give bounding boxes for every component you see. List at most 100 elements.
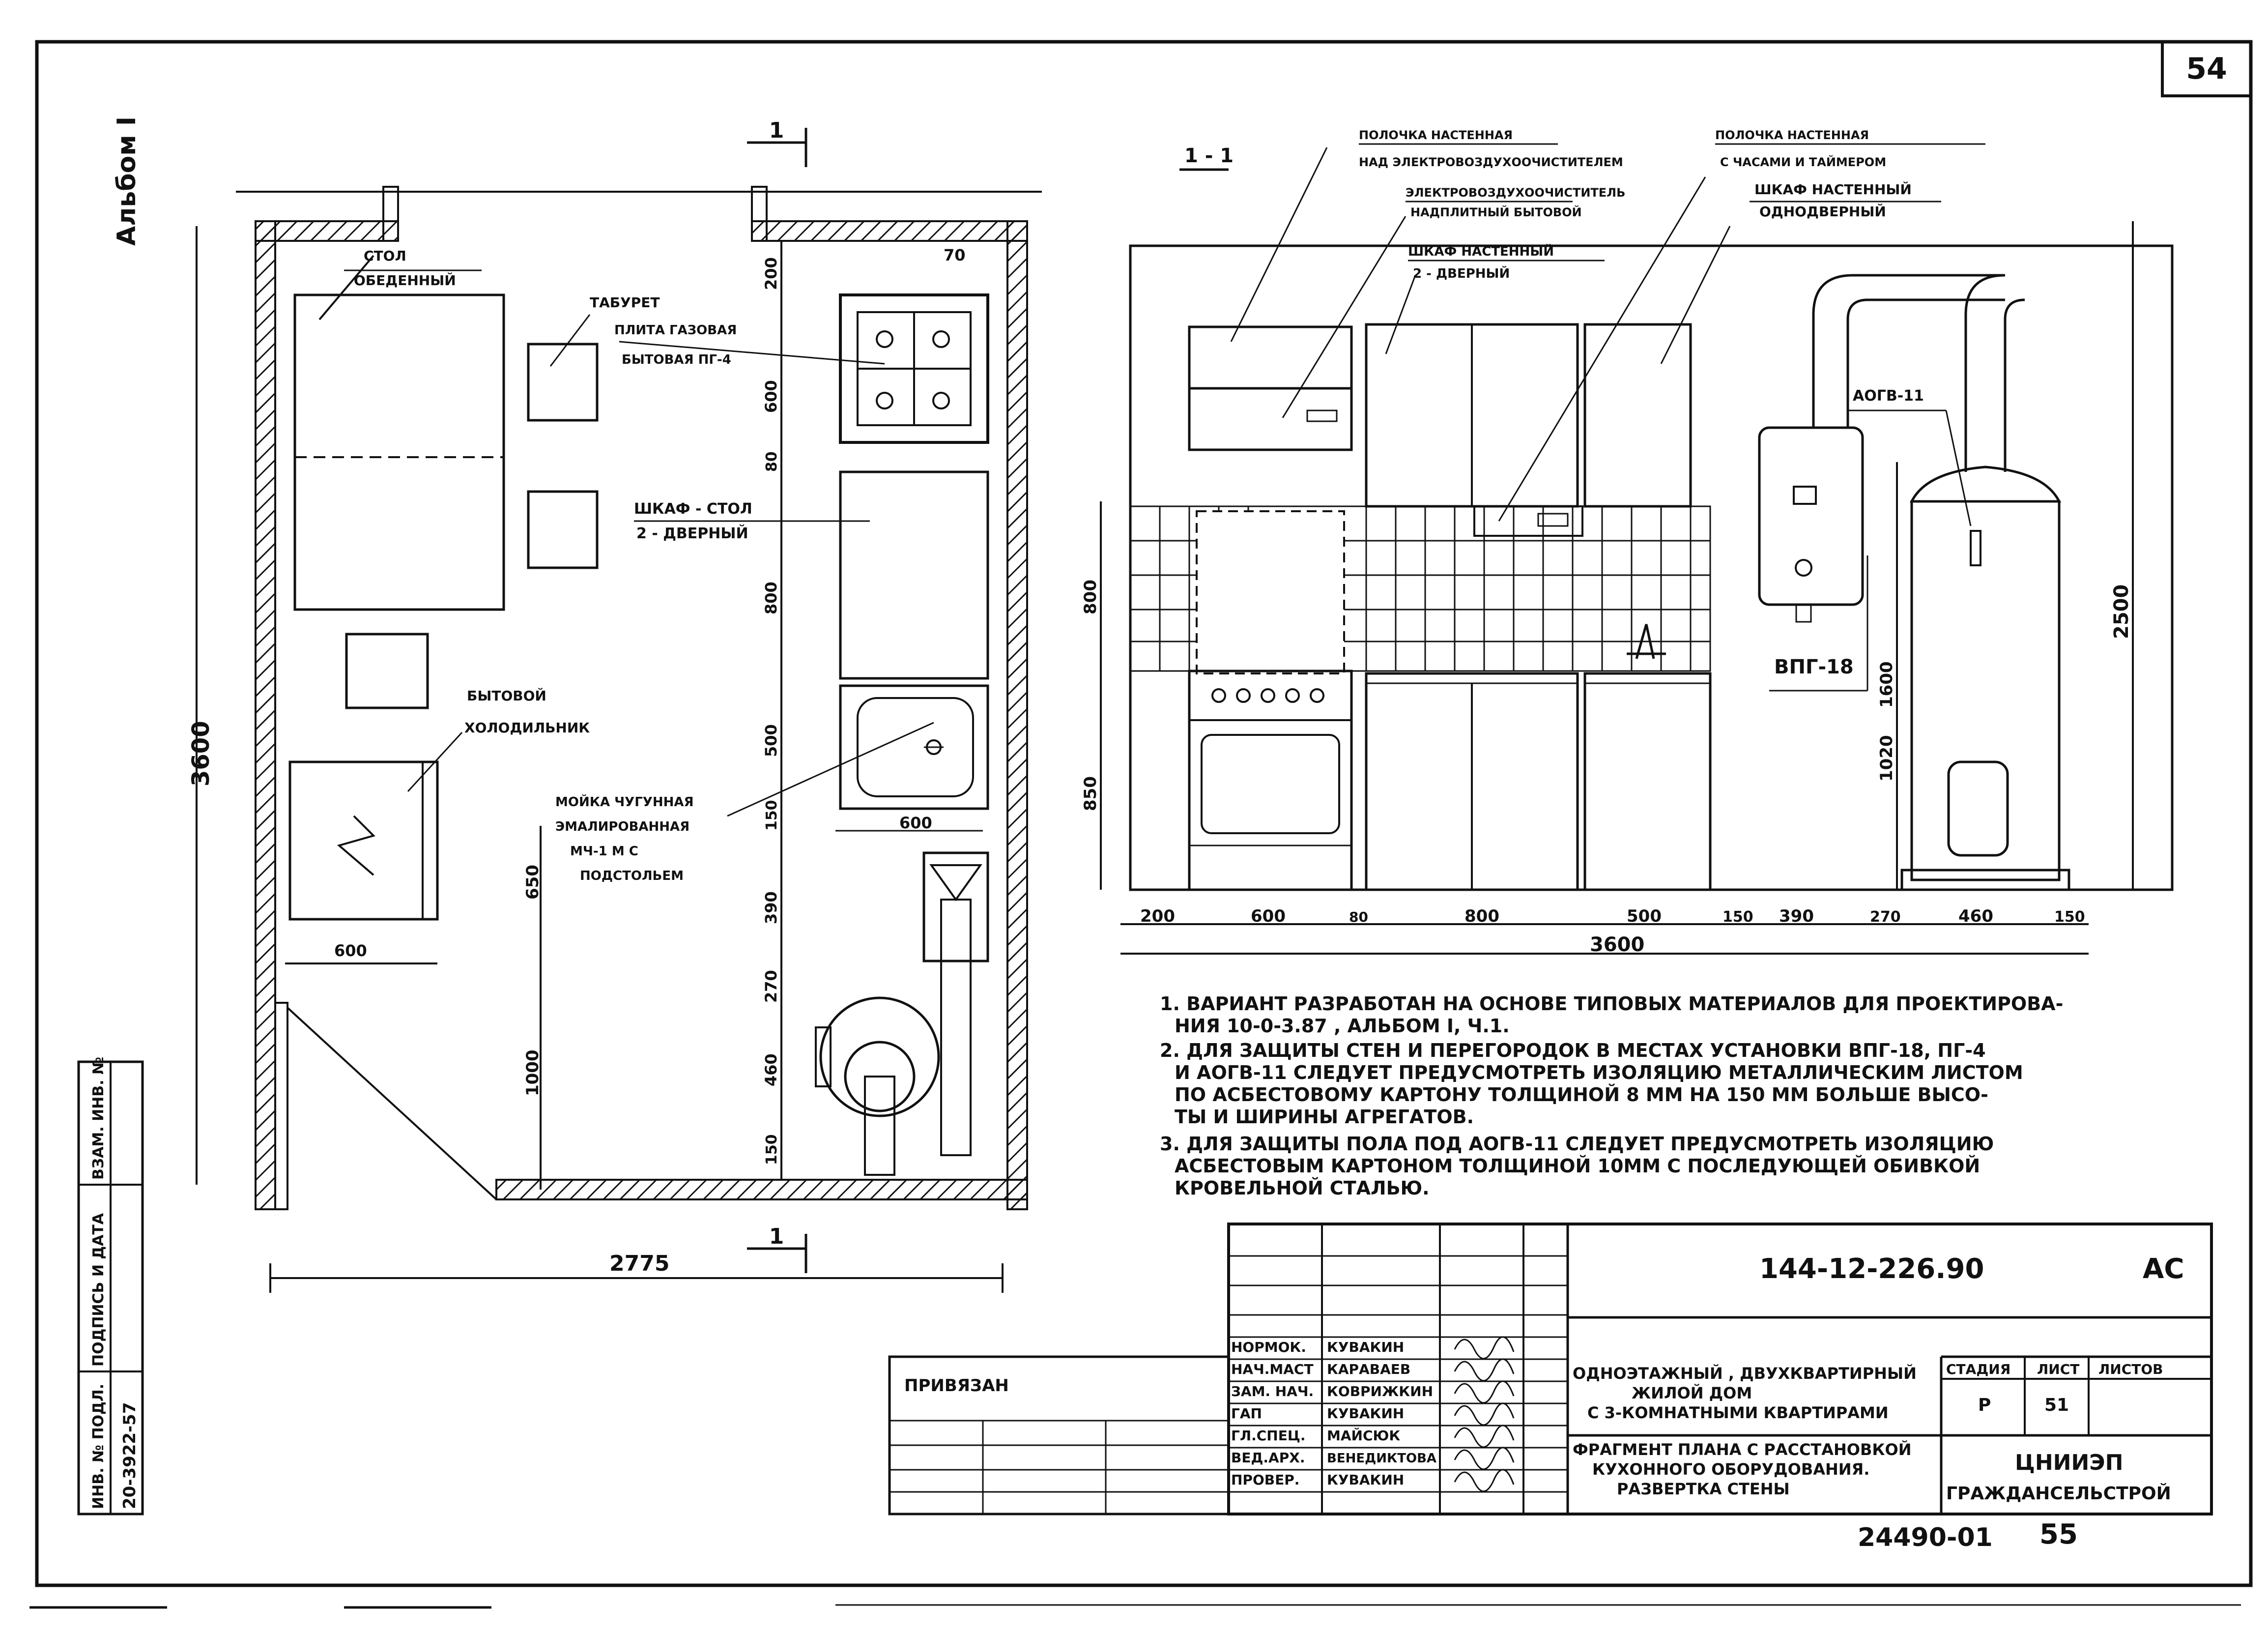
purifier-label-2: НАДПЛИТНЫЙ БЫТОВОЙ (1410, 205, 1582, 219)
svg-text:ГАП: ГАП (1231, 1405, 1262, 1422)
table-label-1: СТОЛ (364, 248, 406, 264)
signatures (1454, 1336, 1515, 1492)
wall-left (255, 220, 276, 1210)
svg-text:КАРАВАЕВ: КАРАВАЕВ (1327, 1361, 1410, 1377)
boiler-vpg18 (1758, 274, 2005, 623)
title-block: 144-12-226.90 АС НОРМОК. КУВАКИН НАЧ.МАС… (888, 1223, 2213, 1515)
svg-text:270: 270 (762, 970, 780, 1003)
cabinet-table-plan (839, 470, 989, 680)
svg-text:600: 600 (762, 380, 780, 413)
general-notes: 1. ВАРИАНТ РАЗРАБОТАН НА ОСНОВЕ ТИПОВЫХ … (1160, 993, 2063, 1199)
stove-label-1: ПЛИТА ГАЗОВАЯ (614, 323, 737, 338)
svg-text:500: 500 (1627, 906, 1662, 926)
shelf1-label-1: ПОЛОЧКА НАСТЕННАЯ (1359, 128, 1513, 142)
svg-text:КУВАКИН: КУВАКИН (1327, 1472, 1404, 1488)
shelf-clock-timer (1473, 505, 1583, 537)
svg-text:460: 460 (762, 1053, 780, 1086)
stool-1 (527, 343, 599, 422)
svg-text:600: 600 (1251, 906, 1286, 926)
plan-height-dim: 3600 (187, 721, 215, 787)
stool-label: ТАБУРЕТ (590, 294, 660, 311)
project-title-3: С 3-КОМНАТНЫМИ КВАРТИРАМИ (1587, 1403, 1889, 1422)
sink-cabinet (1583, 672, 1712, 891)
sheet-title-2: КУХОННОГО ОБОРУДОВАНИЯ. (1592, 1460, 1869, 1479)
project-title-1: ОДНОЭТАЖНЫЙ , ДВУХКВАРТИРНЫЙ (1573, 1364, 1917, 1383)
section-mark-bottom: 1 (747, 1224, 807, 1273)
svg-text:500: 500 (762, 724, 780, 757)
svg-text:200: 200 (1140, 906, 1175, 926)
svg-text:АСБЕСТОВЫМ КАРТОНОМ ТОЛЩИНОЙ 1: АСБЕСТОВЫМ КАРТОНОМ ТОЛЩИНОЙ 10ММ С ПОСЛ… (1175, 1155, 1980, 1177)
sink-width-dim: 600 (899, 814, 932, 832)
svg-text:800: 800 (1464, 906, 1499, 926)
heater-plan (815, 996, 940, 1176)
svg-text:800: 800 (762, 582, 780, 614)
shelf2-label-1: ПОЛОЧКА НАСТЕННАЯ (1715, 128, 1869, 142)
cabinet-label-1: ШКАФ - СТОЛ (634, 500, 752, 518)
outer-frame (35, 40, 2253, 1587)
wall-bottom (495, 1179, 1028, 1200)
stove-label-2: БЫТОВАЯ ПГ-4 (622, 352, 731, 367)
svg-text:460: 460 (1958, 906, 1993, 926)
svg-text:ЗАМ. НАЧ.: ЗАМ. НАЧ. (1231, 1383, 1314, 1399)
svg-text:НАЧ.МАСТ: НАЧ.МАСТ (1231, 1361, 1314, 1377)
plan-width-dim: 2775 (609, 1251, 669, 1276)
sink-label-1: МОЙКА ЧУГУННАЯ (555, 794, 694, 810)
svg-text:200: 200 (762, 257, 780, 290)
svg-text:ВЕД.АРХ.: ВЕД.АРХ. (1231, 1450, 1305, 1466)
lists-head: ЛИСТОВ (2098, 1361, 2163, 1377)
boiler-plan (922, 851, 989, 1156)
kitchen-plan: 1 1 3600 2775 СТОЛ ОБЕДЕННЫЙ ТАБУРЕТ (187, 118, 1042, 1293)
dining-table (293, 293, 505, 611)
wall-elevation: 1 - 1 (1081, 128, 2174, 956)
svg-text:3. ДЛЯ ЗАЩИТЫ ПОЛА ПОД АОГВ-11: 3. ДЛЯ ЗАЩИТЫ ПОЛА ПОД АОГВ-11 СЛЕДУЕТ П… (1160, 1133, 1994, 1155)
stool-2 (527, 490, 599, 569)
svg-text:КОВРИЖКИН: КОВРИЖКИН (1327, 1383, 1433, 1399)
wall-top-right (751, 220, 1028, 242)
dim-2500: 2500 (2110, 584, 2133, 639)
section-mark-label: 1 (769, 118, 784, 143)
table-offset-dim: 600 (334, 941, 367, 960)
svg-text:270: 270 (1870, 908, 1901, 926)
svg-text:1. ВАРИАНТ РАЗРАБОТАН НА ОСНОВ: 1. ВАРИАНТ РАЗРАБОТАН НА ОСНОВЕ ТИПОВЫХ … (1160, 993, 2063, 1015)
sink-label-3: МЧ-1 М С (570, 844, 638, 859)
sink-label-4: ПОДСТОЛЬЕМ (580, 869, 684, 883)
wall-right (1006, 220, 1028, 1210)
stool-3 (345, 633, 429, 709)
dim-1020: 1020 (1877, 735, 1896, 782)
sheet-number: 54 (2186, 52, 2227, 86)
doc-mark: АС (2143, 1253, 2184, 1285)
air-purifier (1188, 387, 1353, 451)
stage-value: Р (1978, 1395, 1991, 1415)
faucet-icon (1627, 624, 1666, 659)
gas-stove-front (1188, 670, 1353, 891)
album-label: Альбом I (112, 117, 142, 246)
fridge-label-2: ХОЛОДИЛЬНИК (464, 720, 590, 736)
cab1-label-1: ШКАФ НАСТЕННЫЙ (1754, 181, 1912, 198)
inv-orig-label: ИНВ. № ПОДЛ. (90, 1384, 107, 1509)
side-stamp: ВЗАМ. ИНВ. № ПОДПИСЬ И ДАТА ИНВ. № ПОДЛ.… (77, 1057, 144, 1515)
stove-insulation-sheet (1196, 510, 1345, 674)
project-title-2: ЖИЛОЙ ДОМ (1632, 1384, 1752, 1402)
cab2-label-1: ШКАФ НАСТЕННЫЙ (1408, 243, 1554, 259)
sheet-title-1: ФРАГМЕНТ ПЛАНА С РАССТАНОВКОЙ (1573, 1440, 1912, 1459)
svg-text:390: 390 (1779, 906, 1814, 926)
svg-text:КУВАКИН: КУВАКИН (1327, 1405, 1404, 1422)
fridge (288, 760, 439, 921)
cab1-label-2: ОДНОДВЕРНЫЙ (1759, 203, 1886, 220)
svg-text:150: 150 (1723, 908, 1753, 926)
org-2: ГРАЖДАНСЕЛЬСТРОЙ (1946, 1483, 2171, 1504)
svg-text:ПО АСБЕСТОВОМУ КАРТОНУ ТОЛЩИНО: ПО АСБЕСТОВОМУ КАРТОНУ ТОЛЩИНОЙ 8 ММ НА … (1175, 1084, 1988, 1106)
shelf2-label-2: С ЧАСАМИ И ТАЙМЕРОМ (1720, 155, 1886, 169)
org-1: ЦНИИЭП (2015, 1450, 2123, 1475)
sink-plan (839, 684, 989, 810)
svg-text:НИЯ 10-0-3.87 , АЛЬБОМ I, Ч.1.: НИЯ 10-0-3.87 , АЛЬБОМ I, Ч.1. (1175, 1015, 1510, 1037)
doc-code: 144-12-226.90 (1759, 1253, 1984, 1285)
cabinet-label-2: 2 - ДВЕРНЫЙ (636, 525, 748, 542)
vzam-inv-label: ВЗАМ. ИНВ. № (90, 1057, 107, 1180)
dim-1600: 1600 (1877, 661, 1896, 708)
dim-800-elev: 800 (1081, 580, 1100, 614)
svg-text:ТЫ И ШИРИНЫ АГРЕГАТОВ.: ТЫ И ШИРИНЫ АГРЕГАТОВ. (1175, 1106, 1474, 1128)
dim-1000: 1000 (523, 1049, 543, 1096)
section-mark-top: 1 (747, 118, 807, 167)
svg-text:КУВАКИН: КУВАКИН (1327, 1339, 1404, 1355)
